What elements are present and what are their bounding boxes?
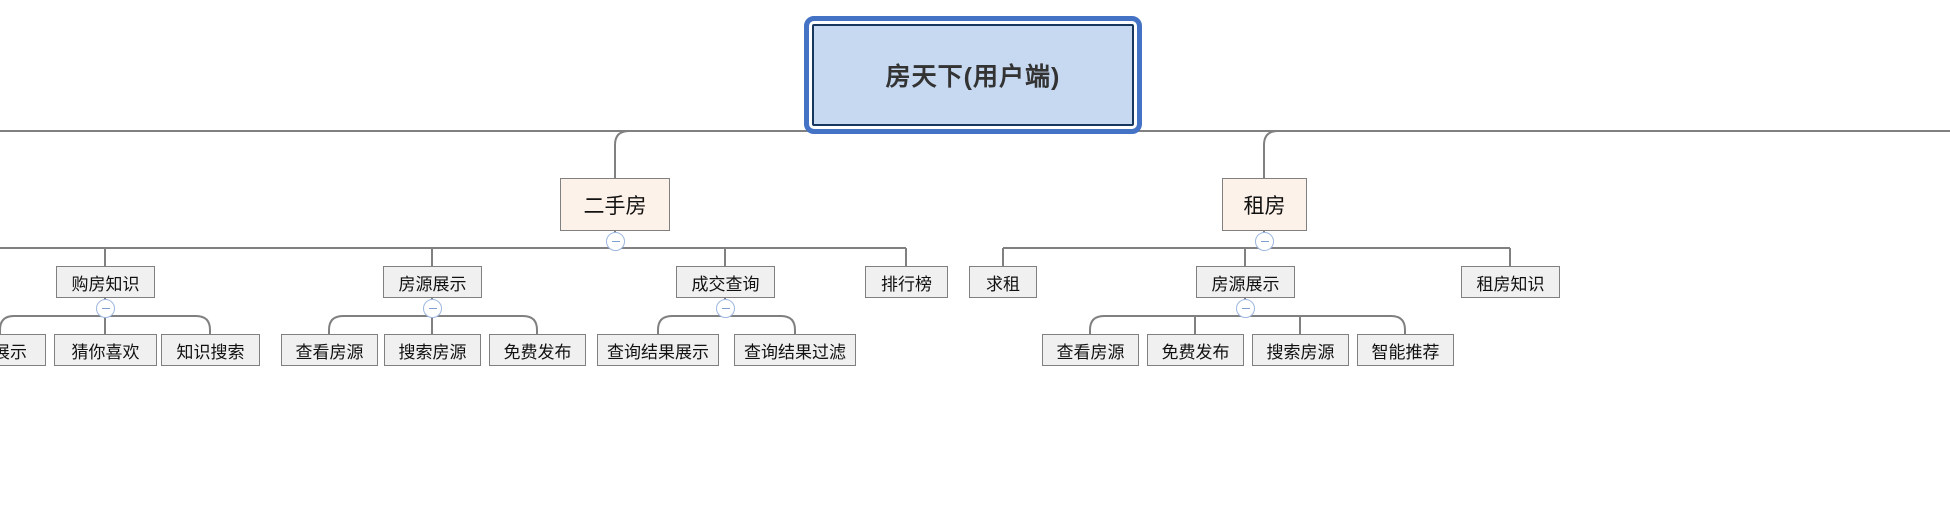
collapse-minus-icon-gouf-zhishi[interactable] xyxy=(96,299,115,318)
leaf-node-zhanshi[interactable]: 展示 xyxy=(0,334,46,366)
leaf-node-mianfei-fabu-2[interactable]: 免费发布 xyxy=(1147,334,1244,366)
collapse-minus-icon-fangyuan-zhanshi-2[interactable] xyxy=(1236,299,1255,318)
category-node-zufang[interactable]: 租房 xyxy=(1222,178,1307,231)
node-chengjiao-chaxun[interactable]: 成交查询 xyxy=(676,266,775,298)
collapse-minus-icon-zufang[interactable] xyxy=(1255,232,1274,251)
minus-bar xyxy=(1241,308,1250,309)
leaf-node-caini-xihuan[interactable]: 猜你喜欢 xyxy=(54,334,157,366)
minus-bar xyxy=(611,241,620,242)
leaf-node-chaxun-jieguo-zhanshi[interactable]: 查询结果展示 xyxy=(597,334,719,366)
leaf-node-sousuo-fangyuan-1[interactable]: 搜索房源 xyxy=(384,334,481,366)
leaf-node-chaxun-jieguo-guolv[interactable]: 查询结果过滤 xyxy=(734,334,856,366)
node-paihangbang[interactable]: 排行榜 xyxy=(865,266,948,298)
collapse-minus-icon-ershoufang[interactable] xyxy=(606,232,625,251)
node-gouf-zhishi[interactable]: 购房知识 xyxy=(56,266,155,298)
root-node-fangtianxia[interactable]: 房天下(用户端) xyxy=(804,16,1142,134)
minus-bar xyxy=(721,308,730,309)
leaf-node-zhishi-sousuo[interactable]: 知识搜索 xyxy=(161,334,260,366)
node-zufang-zhishi[interactable]: 租房知识 xyxy=(1461,266,1560,298)
node-qiuzu[interactable]: 求租 xyxy=(969,266,1037,298)
leaf-node-chakan-fangyuan-2[interactable]: 查看房源 xyxy=(1042,334,1139,366)
collapse-minus-icon-fangyuan-zhanshi-1[interactable] xyxy=(423,299,442,318)
leaf-node-chakan-fangyuan-1[interactable]: 查看房源 xyxy=(281,334,378,366)
leaf-node-zhineng-tuijian[interactable]: 智能推荐 xyxy=(1357,334,1454,366)
collapse-minus-icon-chengjiao-chaxun[interactable] xyxy=(716,299,735,318)
node-fangyuan-zhanshi-2[interactable]: 房源展示 xyxy=(1196,266,1295,298)
leaf-node-sousuo-fangyuan-2[interactable]: 搜索房源 xyxy=(1252,334,1349,366)
category-node-ershoufang[interactable]: 二手房 xyxy=(560,178,670,231)
minus-bar xyxy=(428,308,437,309)
minus-bar xyxy=(1260,241,1269,242)
minus-bar xyxy=(101,308,110,309)
leaf-node-mianfei-fabu-1[interactable]: 免费发布 xyxy=(489,334,586,366)
node-fangyuan-zhanshi-1[interactable]: 房源展示 xyxy=(383,266,482,298)
